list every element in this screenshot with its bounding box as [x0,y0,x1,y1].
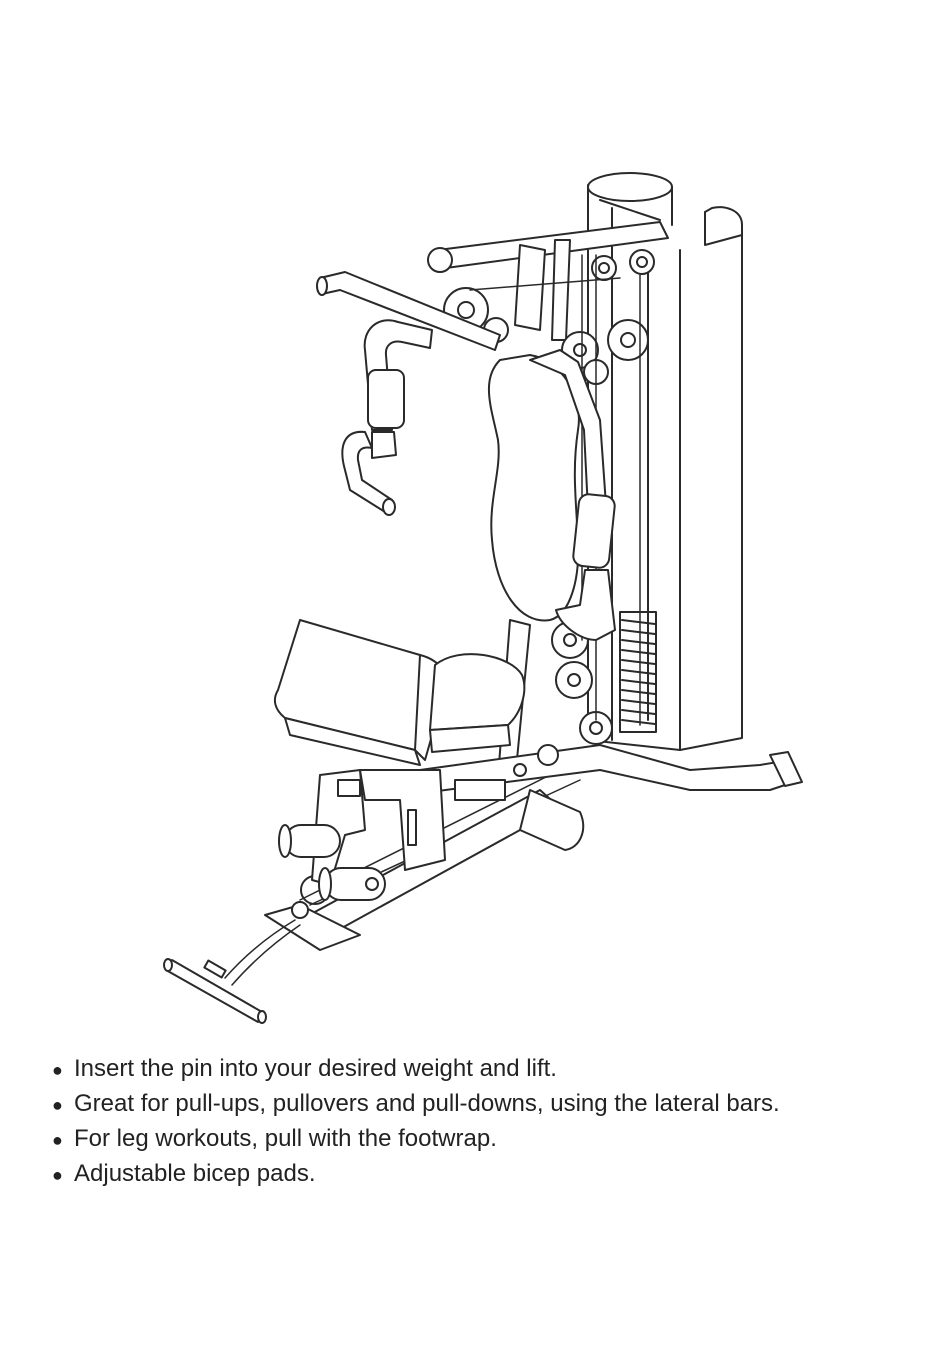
bullet-icon: ● [52,1089,74,1122]
feature-item: ● Insert the pin into your desired weigh… [52,1052,780,1087]
bullet-icon: ● [52,1159,74,1192]
feature-text: For leg workouts, pull with the footwrap… [74,1122,497,1155]
feature-item: ● Great for pull-ups, pullovers and pull… [52,1087,780,1122]
bullet-icon: ● [52,1054,74,1087]
foot-strap-handle [164,920,300,1023]
bullet-icon: ● [52,1124,74,1157]
feature-text: Great for pull-ups, pullovers and pull-d… [74,1087,780,1120]
seat [430,654,524,752]
feature-text: Insert the pin into your desired weight … [74,1052,557,1085]
preacher-curl-pad [275,620,446,765]
feature-text: Adjustable bicep pads. [74,1157,316,1190]
left-press-arm [342,320,432,515]
feature-item: ● For leg workouts, pull with the footwr… [52,1122,780,1157]
backrest [489,355,579,620]
home-gym-illustration [0,0,950,1040]
feature-list: ● Insert the pin into your desired weigh… [52,1052,780,1192]
feature-item: ● Adjustable bicep pads. [52,1157,780,1192]
